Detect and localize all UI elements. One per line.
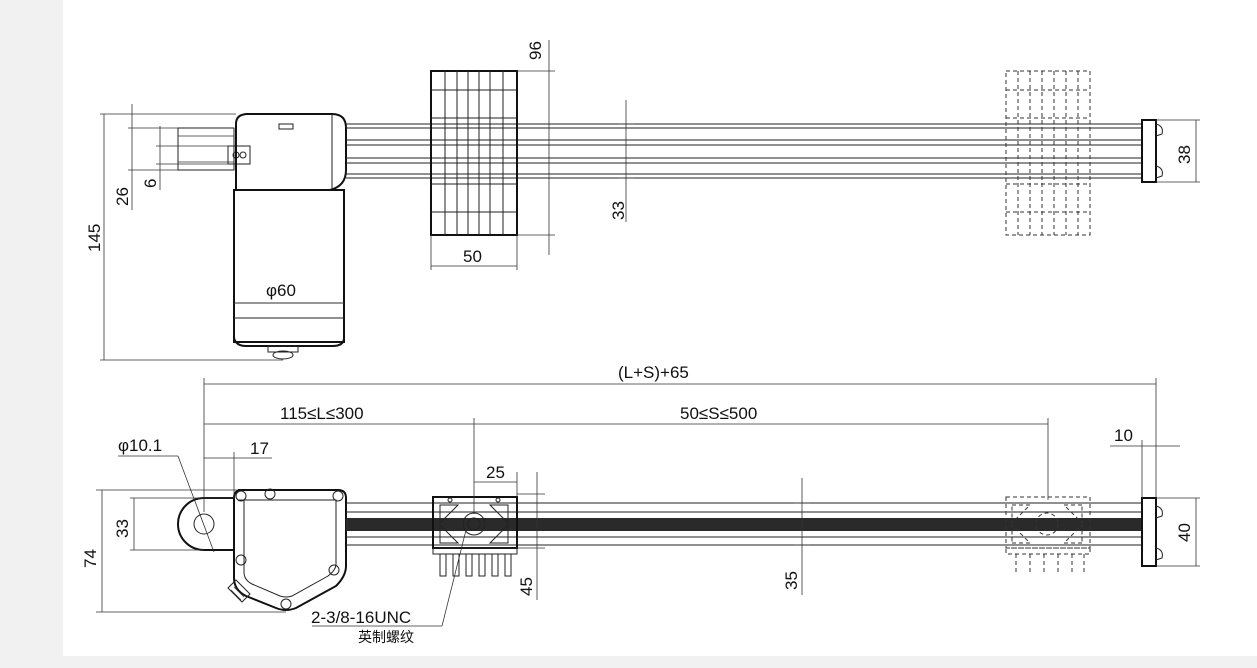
dim-96: 96	[526, 41, 545, 60]
dim-26: 26	[113, 187, 132, 206]
side-gearbox	[227, 488, 347, 611]
dim-retracted-length: 115≤L≤300	[280, 404, 364, 423]
gearbox-housing	[235, 113, 347, 191]
top-view: 96 50 33 38 145 26 6 φ60	[85, 40, 1200, 361]
dim-overall: (L+S)+65	[618, 363, 689, 382]
dim-145: 145	[85, 224, 104, 252]
dim-17: 17	[250, 439, 269, 458]
side-end-cap	[1141, 497, 1163, 567]
carriage-extended	[1005, 70, 1091, 236]
dim-10: 10	[1114, 426, 1133, 445]
dim-40: 40	[1175, 523, 1194, 542]
dim-6: 6	[141, 179, 160, 188]
thread-callout: 2-3/8-16UNC	[311, 608, 411, 627]
side-carriage-retracted	[432, 496, 518, 577]
side-dimension-lines	[96, 378, 1200, 627]
dim-74: 74	[81, 549, 100, 568]
side-dimension-texts: (L+S)+65 115≤L≤300 50≤S≤500 φ10.1 17 25 …	[81, 363, 1194, 646]
dim-35: 35	[782, 571, 801, 590]
lead-screw	[346, 502, 1142, 546]
end-cap	[1141, 119, 1163, 183]
dim-stroke: 50≤S≤500	[680, 404, 757, 423]
side-view: (L+S)+65 115≤L≤300 50≤S≤500 φ10.1 17 25 …	[81, 363, 1200, 646]
dim-33-top: 33	[609, 201, 628, 220]
thread-note: 英制螺纹	[358, 629, 414, 646]
drawing-sheet: 96 50 33 38 145 26 6 φ60	[63, 0, 1257, 656]
dim-38: 38	[1175, 145, 1194, 164]
dim-phi60: φ60	[266, 281, 296, 300]
rail-profile	[346, 123, 1142, 179]
top-dimension-lines	[100, 40, 1200, 361]
mounting-ear	[177, 497, 234, 551]
dim-50: 50	[463, 247, 482, 266]
side-carriage-extended	[1005, 496, 1091, 574]
motor-body	[233, 189, 345, 360]
dim-33-side: 33	[113, 519, 132, 538]
top-dimension-texts: 96 50 33 38 145 26 6 φ60	[85, 41, 1194, 300]
dim-45: 45	[517, 577, 536, 596]
carriage-retracted	[430, 70, 518, 236]
dim-25: 25	[486, 463, 505, 482]
dim-phi10: φ10.1	[118, 436, 162, 455]
